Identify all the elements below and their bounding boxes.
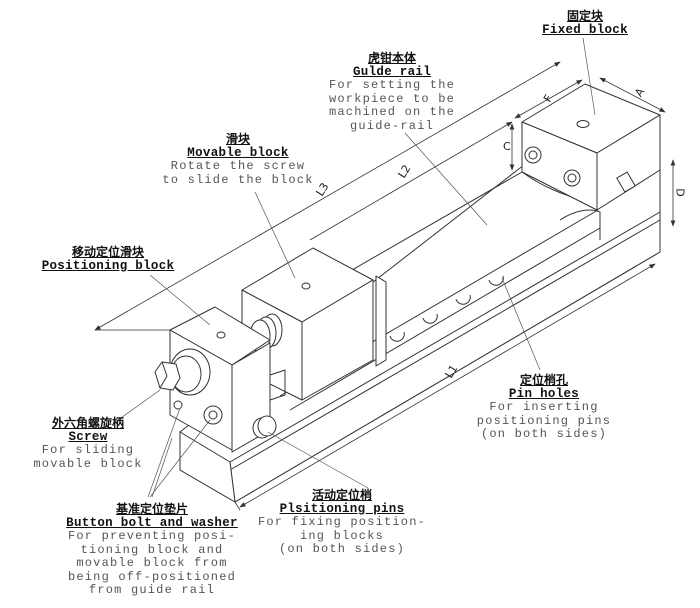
- label-en: Screw: [68, 429, 108, 444]
- label-desc: For setting the: [328, 78, 456, 92]
- label-zh: 外六角螺旋柄: [51, 416, 124, 430]
- label-zh: 滑块: [225, 132, 251, 146]
- label-zh: 移动定位滑块: [71, 245, 144, 259]
- label-movable-block: 滑块 Movable block Rotate the screw to sli…: [162, 132, 314, 187]
- label-guide-rail: 虎钳本体 Gulde rail For setting the workpiec…: [328, 51, 456, 133]
- label-zh: 固定块: [566, 9, 604, 23]
- label-desc: For sliding: [41, 443, 135, 457]
- label-desc: guide-rail: [349, 118, 434, 133]
- label-en: Button bolt and washer: [66, 515, 238, 530]
- leader-lines: [117, 37, 596, 498]
- label-positioning-block: 移动定位滑块 Positioning block: [41, 245, 175, 273]
- label-zh: 活动定位梢: [311, 488, 372, 502]
- label-en: Gulde rail: [352, 64, 431, 79]
- label-desc: For preventing posi-: [67, 529, 237, 543]
- label-en: Plsitioning pins: [279, 501, 405, 516]
- dimension-lines: [94, 61, 676, 511]
- label-desc: tioning block and: [80, 542, 224, 557]
- label-zh: 基准定位垫片: [115, 502, 189, 516]
- label-desc: to slide the block: [162, 172, 314, 187]
- dim-D: D: [673, 188, 687, 197]
- label-button-bolt: 基准定位垫片 Button bolt and washer For preven…: [66, 502, 238, 598]
- label-zh: 虎钳本体: [367, 51, 416, 65]
- label-desc: (on both sides): [278, 542, 406, 556]
- label-desc: For fixing position-: [257, 515, 427, 529]
- label-en: Movable block: [187, 145, 289, 160]
- label-desc: machined on the: [328, 105, 456, 119]
- label-positioning-pins: 活动定位梢 Plsitioning pins For fixing positi…: [257, 488, 427, 557]
- button-bolt-washer: [173, 400, 223, 425]
- label-en: Pin holes: [508, 386, 580, 401]
- label-en: Fixed block: [542, 22, 628, 37]
- label-desc: from guide rail: [88, 583, 216, 597]
- label-desc: being off-positioned: [67, 569, 237, 584]
- label-desc: (on both sides): [480, 427, 608, 441]
- label-desc: ing blocks: [299, 528, 384, 543]
- label-screw: 外六角螺旋柄 Screw For sliding movable block: [33, 416, 143, 471]
- label-desc: movable block from: [76, 556, 228, 570]
- screw-handle: [154, 348, 211, 396]
- label-desc: movable block: [33, 456, 143, 471]
- label-zh: 定位梢孔: [519, 373, 569, 387]
- label-desc: Rotate the screw: [170, 159, 306, 173]
- label-pin-holes: 定位梢孔 Pin holes For inserting positioning…: [476, 373, 612, 442]
- label-fixed-block: 固定块 Fixed block: [542, 9, 628, 37]
- dim-C: C: [503, 140, 511, 153]
- label-en: Positioning block: [41, 258, 175, 273]
- label-desc: positioning pins: [476, 413, 612, 428]
- label-desc: For inserting: [489, 400, 599, 414]
- label-desc: workpiece to be: [328, 91, 456, 106]
